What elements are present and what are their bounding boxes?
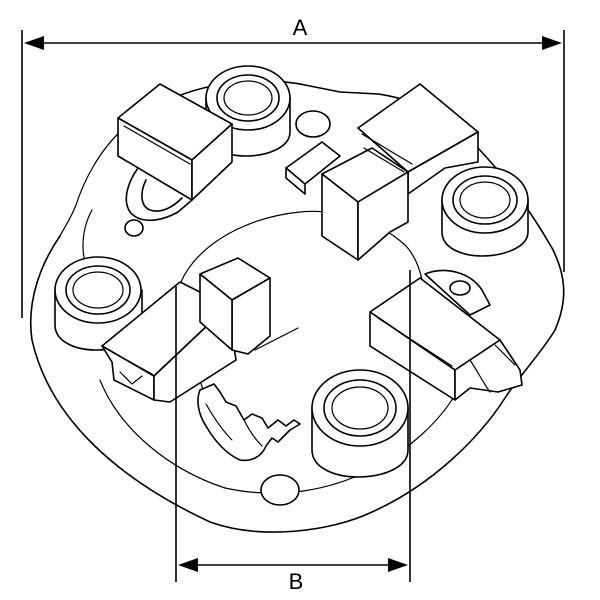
mounting-hole-bottom <box>260 474 300 506</box>
dimension-b-label: B <box>289 569 304 594</box>
dimension-a-label: A <box>293 15 308 40</box>
mounting-hole-top <box>295 110 331 138</box>
base-plate-outline <box>29 79 565 533</box>
center-guide-line <box>254 327 299 351</box>
brush-holder-top-left <box>117 83 233 222</box>
dimension-b-arrow-right <box>388 558 408 572</box>
dimension-a-arrow-left <box>24 36 44 50</box>
brush-holder-right <box>369 269 523 401</box>
mounting-hole-left <box>124 219 144 237</box>
dimension-a-arrow-right <box>542 36 562 50</box>
brush-holder-left <box>101 257 271 403</box>
rivet-boss-bottom <box>311 369 409 478</box>
brush-lead-torn <box>197 383 301 462</box>
dimension-a: A <box>21 15 565 318</box>
dimension-b-arrow-left <box>178 558 198 572</box>
dimension-b: B <box>175 270 411 594</box>
brush-holder-top-right <box>285 83 479 261</box>
base-plate-left-edge <box>59 129 123 237</box>
brush-lead-strands <box>205 403 263 447</box>
rivet-boss-right <box>441 166 529 257</box>
